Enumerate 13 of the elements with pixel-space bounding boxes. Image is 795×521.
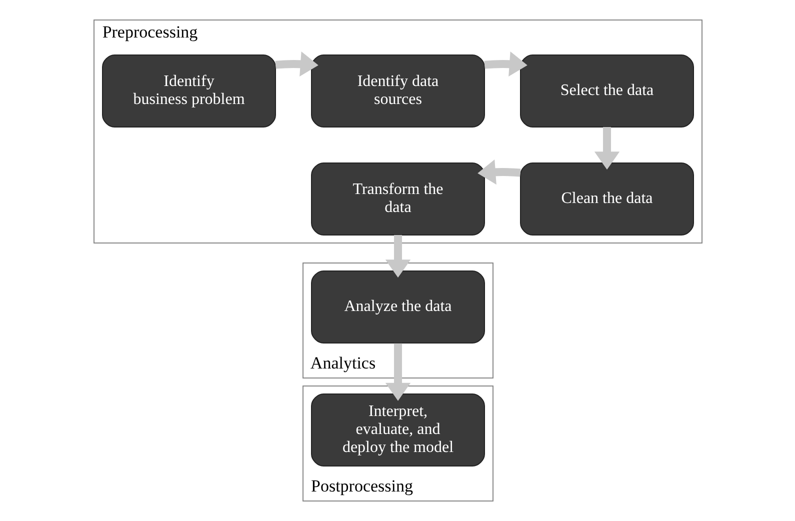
node-box: Clean the data xyxy=(520,162,694,236)
node-box: Analyze the data xyxy=(310,270,484,344)
arrow xyxy=(274,51,318,77)
node-box: Transform the data xyxy=(310,162,484,236)
arrow xyxy=(384,235,410,278)
node-box: Select the data xyxy=(520,54,694,128)
node-box: Interpret, evaluate, and deploy the model xyxy=(310,394,484,466)
node-box: Identify data sources xyxy=(310,54,484,128)
arrow xyxy=(384,343,410,401)
arrow xyxy=(484,51,527,77)
arrow xyxy=(477,159,520,185)
node-box: Identify business problem xyxy=(102,54,276,128)
arrow xyxy=(594,127,620,170)
